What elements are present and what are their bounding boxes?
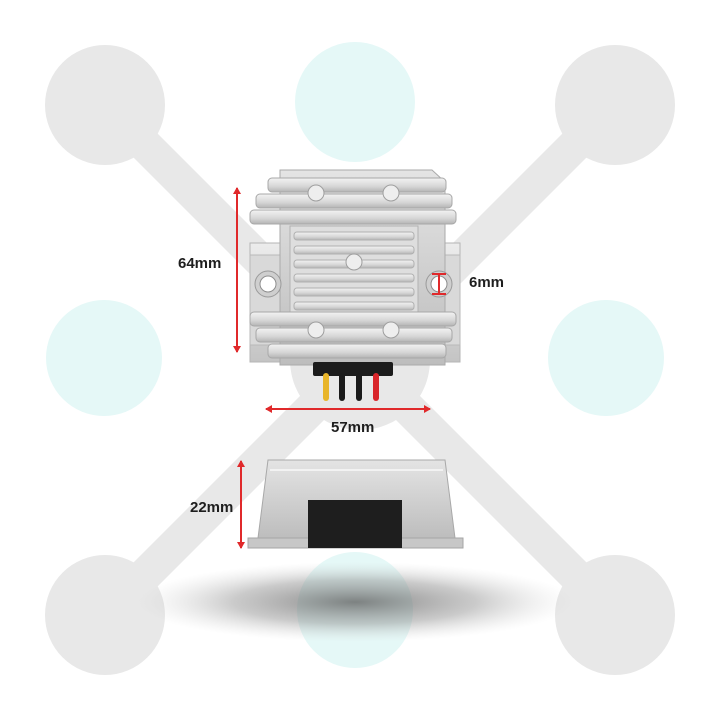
mounting-hole-right — [425, 270, 453, 298]
thickness-dimension-label: 22mm — [190, 499, 234, 516]
hole-dimension-label: 6mm — [469, 274, 505, 291]
width-dimension-label: 57mm — [331, 419, 375, 436]
height-dimension-label: 64mm — [178, 255, 222, 272]
floor-shadow — [135, 562, 575, 642]
mounting-hole-left — [254, 270, 282, 298]
wires — [323, 373, 379, 401]
dimension-arrows — [233, 187, 431, 549]
converter-side-view — [247, 459, 464, 549]
converter-top-view — [249, 169, 461, 401]
